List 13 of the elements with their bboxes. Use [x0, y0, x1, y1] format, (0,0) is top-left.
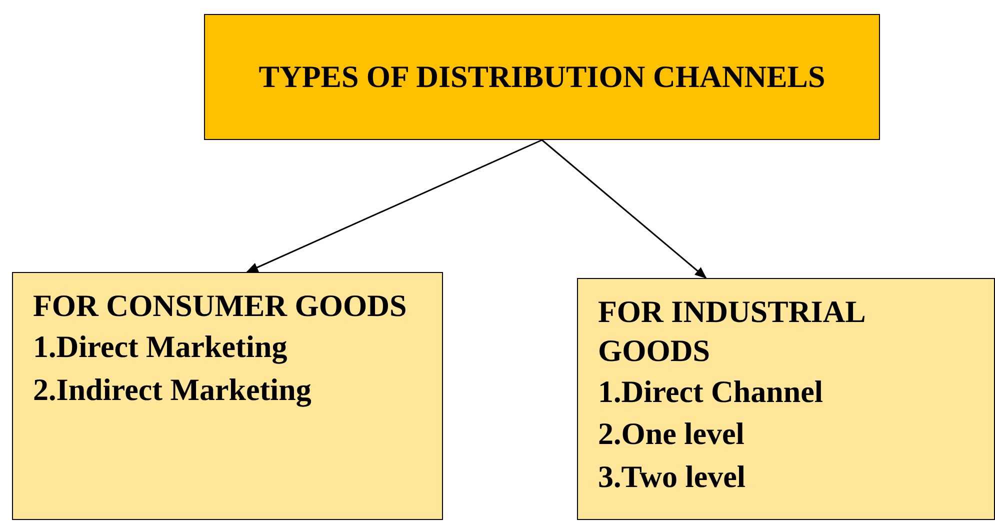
arrow [542, 139, 707, 279]
box-heading: FOR CONSUMER GOODS [33, 287, 407, 325]
list-item: 1.Direct Marketing [33, 328, 288, 366]
category-box [12, 272, 443, 520]
arrow [246, 139, 542, 273]
list-item: 1.Direct Channel [598, 372, 824, 410]
list-item: 2.One level [598, 415, 744, 454]
title-box [204, 14, 880, 140]
list-item: 2.Indirect Marketing [33, 370, 312, 409]
box-heading: TYPES OF DISTRIBUTION CHANNELS [258, 58, 826, 96]
list-item: 3.Two level [598, 458, 746, 496]
box-heading: FOR INDUSTRIAL GOODS [598, 293, 866, 370]
category-box [577, 278, 995, 520]
